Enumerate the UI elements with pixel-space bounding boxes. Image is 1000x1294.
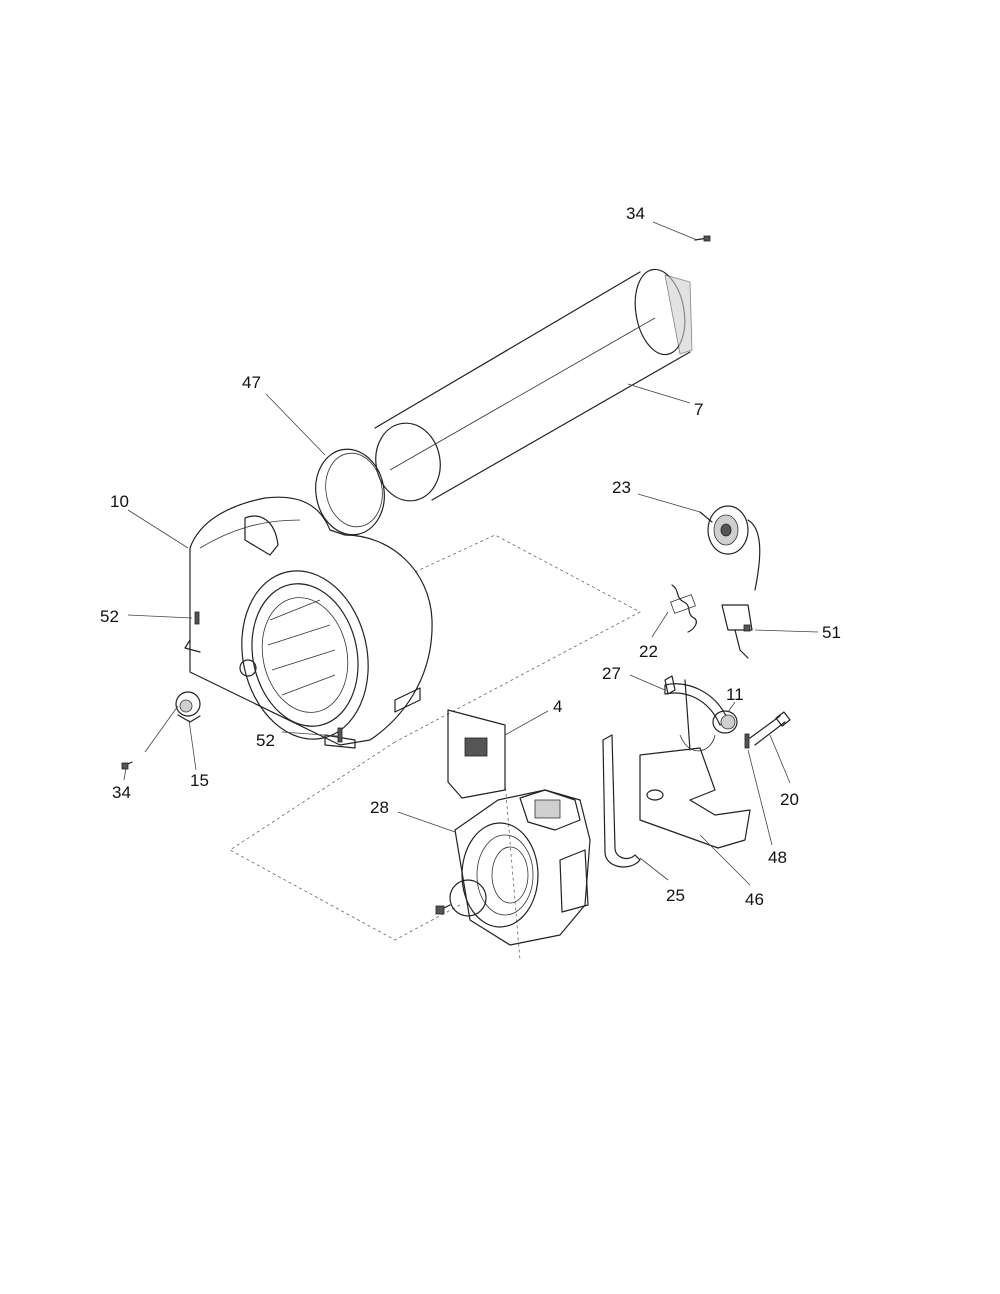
- callout-labels: 34 7 47 10 23 52 22 51 27 11 4 52 34 15 …: [100, 204, 841, 909]
- part-20-bolt: [749, 711, 791, 746]
- part-28-motor: [435, 789, 591, 946]
- part-25-rod: [602, 734, 641, 868]
- part-34-screw-left: [121, 761, 133, 770]
- part-47-ring: [315, 448, 385, 536]
- callout-51: 51: [822, 623, 841, 642]
- callout-leader-lines: [123, 221, 819, 886]
- callout-23: 23: [612, 478, 631, 497]
- callout-10: 10: [110, 492, 129, 511]
- part-10-blower-housing: [184, 496, 433, 749]
- callout-52-bottom: 52: [256, 731, 275, 750]
- callout-28: 28: [370, 798, 389, 817]
- part-4-gasket: [447, 709, 506, 799]
- callout-34-left: 34: [112, 783, 131, 802]
- callout-34-top: 34: [626, 204, 645, 223]
- callout-47: 47: [242, 373, 261, 392]
- assembly-guide-lines: [229, 534, 641, 961]
- callout-48: 48: [768, 848, 787, 867]
- part-46-motor-mount: [639, 679, 751, 849]
- callout-22: 22: [639, 642, 658, 661]
- part-51-bracket: [721, 604, 753, 659]
- callout-7: 7: [694, 400, 703, 419]
- part-52-screw-left: [194, 611, 200, 625]
- callout-20: 20: [780, 790, 799, 809]
- part-22-spring: [670, 584, 697, 633]
- callout-52-left: 52: [100, 607, 119, 626]
- part-34-screw-top: [694, 235, 711, 242]
- callout-11: 11: [726, 685, 744, 704]
- callout-27: 27: [602, 664, 621, 683]
- part-7-cylinder: [374, 268, 693, 502]
- callout-46: 46: [745, 890, 764, 909]
- part-11-roller: [712, 710, 738, 734]
- part-15-fitting: [175, 691, 201, 723]
- callout-15: 15: [190, 771, 209, 790]
- part-52-screw-bottom: [337, 727, 343, 743]
- part-23-pulley: [699, 505, 761, 591]
- callout-4: 4: [553, 697, 562, 716]
- part-27-idler-arm: [664, 675, 729, 726]
- part-48-screw: [744, 733, 750, 749]
- callout-25: 25: [666, 886, 685, 905]
